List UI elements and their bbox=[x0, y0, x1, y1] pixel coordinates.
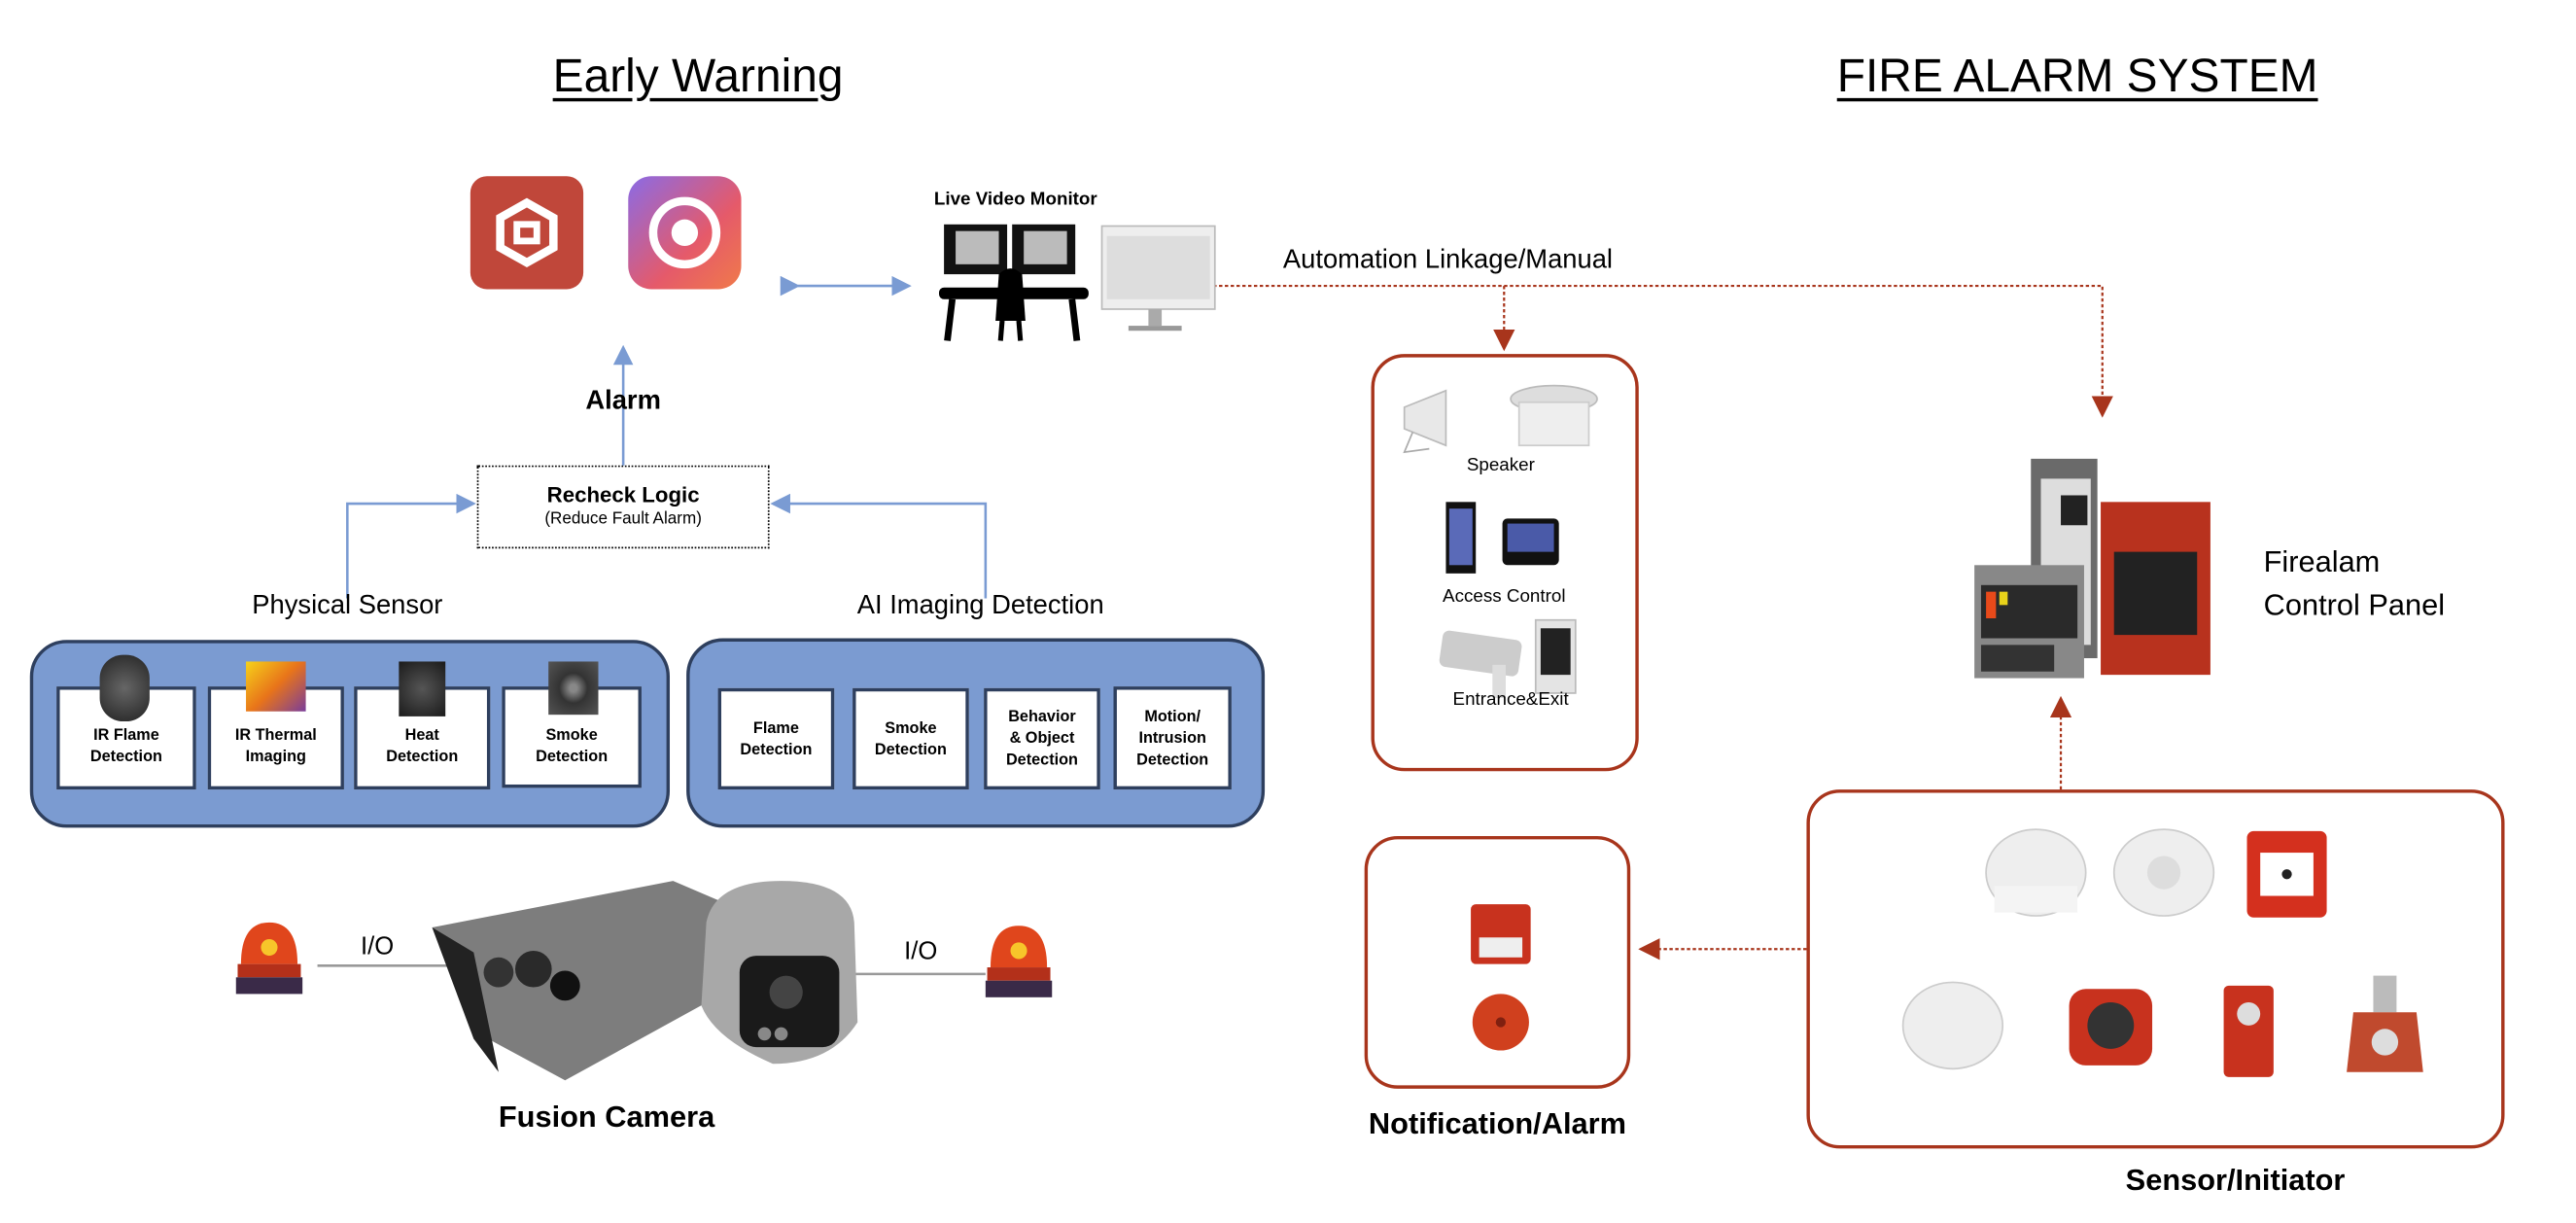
access-terminal-icon bbox=[1445, 502, 1559, 574]
platform-app-icon bbox=[470, 176, 584, 290]
live-video-monitor-label: Live Video Monitor bbox=[933, 189, 1097, 210]
bullet-camera-icon bbox=[432, 881, 732, 1081]
fire-alarm-title: FIRE ALARM SYSTEM bbox=[1836, 50, 2318, 102]
flame-detector-icon bbox=[2069, 989, 2153, 1066]
entrance-exit-label: Entrance&Exit bbox=[1452, 689, 1569, 711]
beacon-icon-right bbox=[985, 926, 1053, 997]
ai-flame-detection: Flame Detection bbox=[717, 687, 835, 790]
notification-box bbox=[1364, 835, 1631, 1089]
io-label-right: I/O bbox=[904, 937, 938, 966]
early-warning-title: Early Warning bbox=[552, 50, 844, 102]
control-panel-label-line2: Control Panel bbox=[2263, 588, 2446, 622]
fusion-camera-label: Fusion Camera bbox=[498, 1100, 715, 1135]
recheck-logic-title: Recheck Logic bbox=[546, 481, 700, 507]
notification-alarm-label: Notification/Alarm bbox=[1368, 1106, 1626, 1140]
notification-device-graphics bbox=[1471, 904, 1531, 1051]
control-panel-label-line1: Firealam bbox=[2263, 544, 2381, 578]
alarm-bell-icon bbox=[1472, 994, 1529, 1051]
fusion-camera-graphic bbox=[235, 881, 1053, 1081]
thermal-image-photo bbox=[246, 661, 306, 712]
smoke-detector-icon bbox=[1985, 828, 2087, 917]
strobe-siren-icon bbox=[1471, 904, 1531, 964]
monitor-workstation-icon bbox=[938, 224, 1216, 341]
recheck-logic-subtitle: (Reduce Fault Alarm) bbox=[544, 509, 702, 529]
ceiling-speaker-icon bbox=[1510, 384, 1598, 447]
beacon-icon-left bbox=[235, 922, 303, 995]
ai-imaging-title: AI Imaging Detection bbox=[856, 591, 1104, 620]
io-label-left: I/O bbox=[361, 932, 395, 961]
manual-call-point-icon bbox=[2246, 830, 2327, 918]
physical-sensor-title: Physical Sensor bbox=[252, 591, 443, 620]
ai-to-recheck-arrow bbox=[770, 493, 988, 599]
ai-behavior-object-detection: Behavior & Object Detection bbox=[984, 687, 1100, 790]
linkage-device-graphics bbox=[1403, 384, 1598, 699]
sensor-initiator-label: Sensor/Initiator bbox=[2125, 1163, 2346, 1197]
horn-speaker-icon bbox=[1403, 389, 1447, 454]
linkage-line bbox=[1213, 284, 2113, 418]
linkage-devices-box bbox=[1371, 354, 1639, 772]
access-control-label: Access Control bbox=[1443, 586, 1566, 608]
smoke-sensor-photo bbox=[548, 661, 599, 716]
physical-to-recheck-arrow bbox=[346, 493, 476, 599]
smoke-detector-icon-2 bbox=[1901, 981, 2004, 1070]
dome-camera-icon bbox=[701, 881, 858, 1065]
speaker-label: Speaker bbox=[1466, 455, 1535, 475]
explosion-proof-detector-icon bbox=[2347, 975, 2423, 1072]
entrance-camera-icon bbox=[1439, 618, 1577, 699]
ir-flame-sensor-photo bbox=[99, 654, 150, 722]
sensor-device-graphics bbox=[1901, 828, 2423, 1077]
automation-linkage-label: Automation Linkage/Manual bbox=[1282, 246, 1614, 275]
ai-smoke-detection: Smoke Detection bbox=[853, 687, 969, 790]
alarm-label: Alarm bbox=[585, 387, 661, 416]
heat-detector-icon bbox=[2112, 828, 2215, 917]
mobile-app-icon bbox=[628, 176, 742, 290]
sensor-initiator-box bbox=[1806, 789, 2505, 1149]
heat-sensor-photo bbox=[399, 661, 446, 716]
gas-detector-icon bbox=[2223, 985, 2274, 1077]
recheck-logic-box: Recheck Logic (Reduce Fault Alarm) bbox=[476, 465, 770, 549]
ai-motion-intrusion-detection: Motion/ Intrusion Detection bbox=[1113, 686, 1232, 790]
fire-alarm-control-panel-icon bbox=[1974, 458, 2210, 679]
